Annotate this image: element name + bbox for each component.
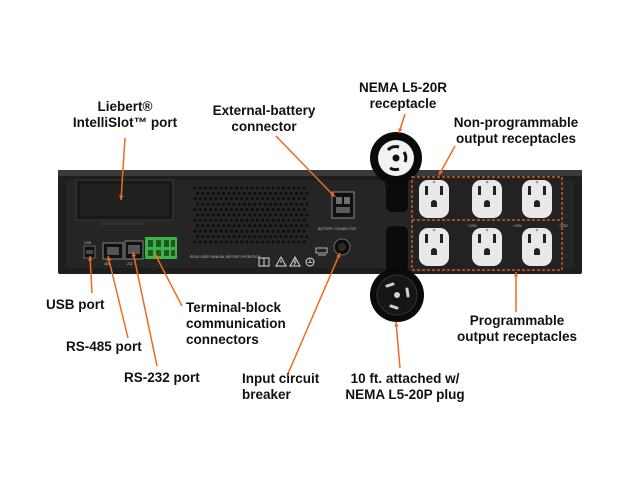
terminal-block-line3: connectors	[186, 332, 259, 347]
callout-arrowhead	[330, 192, 335, 197]
lightning-icon	[289, 255, 301, 267]
label-plug: 10 ft. attached w/ NEMA L5-20P plug	[335, 371, 475, 403]
callout-line	[275, 135, 336, 198]
nema-l5-20r-receptacle	[370, 132, 422, 186]
callout-arrowhead	[119, 195, 124, 200]
usb-print: USB	[84, 241, 92, 245]
callout-line	[438, 145, 456, 176]
callout-arrowhead	[88, 256, 93, 261]
rs485-port	[102, 242, 124, 260]
rs485-print: 485	[104, 262, 110, 266]
callout-line	[132, 251, 158, 367]
non-programmable-line1: Non-programmable	[453, 115, 579, 130]
battery-connector-print: BATTERY CONNECTOR	[318, 227, 357, 231]
plug-line1: 10 ft. attached w/	[350, 371, 460, 386]
rs232-print: 232	[127, 262, 133, 266]
callout-arrowhead	[394, 322, 399, 327]
callout-line	[120, 137, 126, 201]
label-programmable: Programmable output receptacles	[442, 313, 592, 345]
non-programmable-line2: output receptacles	[455, 131, 577, 146]
label-intellislot: Liebert® IntelliSlot™ port	[70, 99, 180, 131]
label-external-battery: External-battery connector	[201, 103, 327, 135]
output-receptacle	[522, 228, 552, 266]
label-rs485: RS-485 port	[66, 339, 142, 354]
output-receptacle	[472, 228, 502, 266]
receptacle-rating-print-2: ~125V	[512, 224, 523, 228]
output-receptacle	[419, 228, 449, 266]
programmable-line1: Programmable	[469, 313, 565, 328]
input-breaker-line1: Input circuit	[242, 371, 320, 386]
callout-arrowhead	[131, 252, 137, 257]
intellislot-line2: IntelliSlot™ port	[72, 115, 178, 130]
earth-ground-icon	[305, 257, 315, 267]
plug-line2: NEMA L5-20P plug	[345, 387, 465, 402]
terminal-block-line2: communication	[186, 316, 286, 331]
callout-line	[286, 252, 341, 377]
ext-battery-line2: connector	[231, 119, 297, 134]
callout-arrowhead	[155, 254, 159, 259]
label-nema-l520r: NEMA L5-20R receptacle	[358, 80, 448, 112]
terminal-block-connectors	[145, 237, 177, 259]
warning-triangle-icon	[275, 255, 287, 267]
callout-arrowhead	[439, 170, 444, 175]
output-receptacle	[522, 180, 552, 218]
receptacle-rating-print-3: ~125V	[558, 224, 569, 228]
nema-l5-20p-plug	[370, 264, 424, 322]
callout-line	[154, 253, 183, 307]
nema-l520r-line2: receptacle	[369, 96, 437, 111]
panel-small-print: READ USER MANUAL BEFORE OPERATION	[190, 255, 261, 259]
label-non-programmable: Non-programmable output receptacles	[441, 115, 591, 147]
breaker-info-icon	[315, 247, 328, 256]
label-usb: USB port	[46, 297, 105, 312]
label-rs232: RS-232 port	[124, 370, 200, 385]
input-breaker-line2: breaker	[242, 387, 291, 402]
receptacle-rating-print-1: ~125V	[467, 224, 478, 228]
output-receptacles	[419, 180, 552, 266]
intellislot-port	[75, 179, 174, 225]
callout-line	[89, 255, 93, 294]
label-terminal-block: Terminal-block communication connectors	[186, 300, 286, 348]
callout-arrowhead	[336, 253, 341, 258]
callout-arrowhead	[107, 256, 112, 261]
callout-line	[395, 321, 401, 369]
callout-arrowhead	[513, 272, 519, 277]
output-receptacle	[472, 180, 502, 218]
external-battery-connector	[331, 191, 355, 219]
nema-l520r-line1: NEMA L5-20R	[358, 80, 447, 95]
vent-grille	[193, 186, 309, 244]
output-receptacle	[419, 180, 449, 218]
input-circuit-breaker	[333, 238, 351, 256]
ext-battery-line1: External-battery	[212, 103, 316, 118]
callout-line	[107, 255, 129, 339]
book-icon	[258, 257, 270, 267]
terminal-block-line1: Terminal-block	[186, 300, 282, 315]
callout-lines	[88, 113, 519, 377]
programmable-line2: output receptacles	[456, 329, 578, 344]
callout-arrowhead	[398, 128, 403, 133]
label-input-breaker: Input circuit breaker	[242, 371, 319, 403]
intellislot-line1: Liebert®	[97, 99, 153, 114]
